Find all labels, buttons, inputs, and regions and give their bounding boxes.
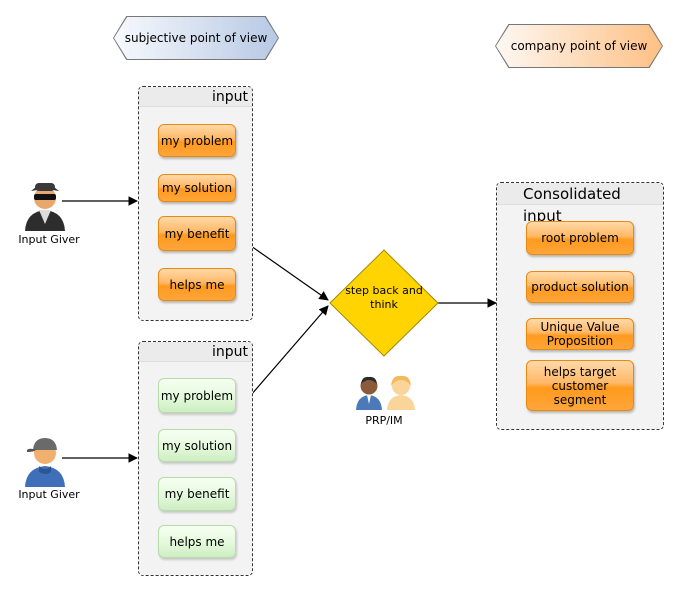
input-panel-2-title: input [139,342,252,362]
input-giver-1-label: Input Giver [18,233,80,246]
input2-item-helps[interactable]: helps me [158,525,236,558]
input2-item-problem[interactable]: my problem [158,378,236,413]
input1-item-helps[interactable]: helps me [158,268,236,301]
input1-item-solution[interactable]: my solution [158,174,236,202]
consolidated-item-root-problem[interactable]: root problem [526,221,634,255]
subjective-viewpoint-label: subjective point of view [114,17,278,59]
team-label: PRP/IM [365,414,403,427]
consolidated-item-product-solution[interactable]: product solution [526,271,634,303]
two-people-icon [356,375,415,410]
spy-user-icon [25,183,65,231]
input2-item-solution[interactable]: my solution [158,429,236,462]
decision-text: step back and think [345,284,423,311]
consolidated-panel-title: Consolidated input [497,183,663,225]
company-viewpoint-label: company point of view [496,25,662,67]
input1-item-problem[interactable]: my problem [158,124,236,157]
input1-item-benefit[interactable]: my benefit [158,216,236,251]
input2-item-benefit[interactable]: my benefit [158,477,236,511]
input-panel-1-title: input [139,87,252,107]
consolidated-item-helps-target[interactable]: helps target customer segment [526,360,634,411]
arrow-input2-to-decision [250,305,329,396]
arrow-input1-to-decision [250,245,329,301]
input-giver-2-label: Input Giver [18,488,80,501]
consolidated-item-uvp[interactable]: Unique Value Proposition [526,318,634,350]
decision-diamond [329,249,439,357]
cap-user-icon [25,438,65,487]
